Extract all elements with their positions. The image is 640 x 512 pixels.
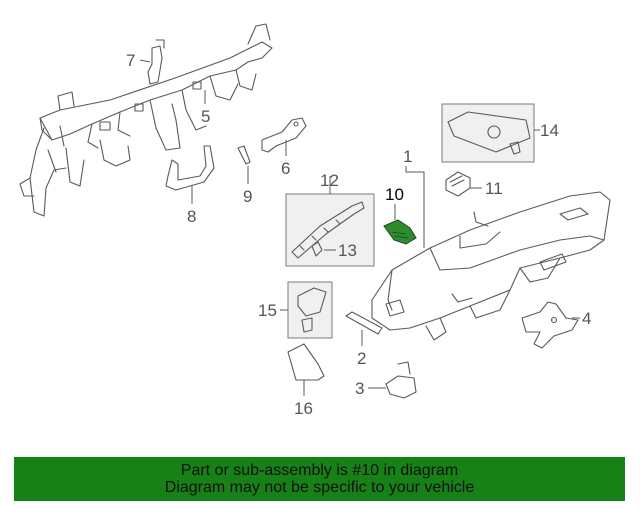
part-15-box [280, 281, 333, 339]
part-6-bracket [261, 117, 307, 156]
part-8-strap-bracket [165, 145, 215, 204]
callout-6: 6 [281, 159, 290, 178]
banner-line-1: Part or sub-assembly is #10 in diagram [180, 462, 459, 479]
banner-line-2: Diagram may not be specific to your vehi… [164, 479, 475, 496]
callout-8: 8 [187, 207, 196, 226]
callout-5: 5 [201, 107, 210, 126]
callout-13: 13 [338, 241, 357, 260]
part-7-bracket [139, 39, 165, 85]
callout-11: 11 [485, 179, 503, 198]
callout-3: 3 [355, 379, 364, 398]
callout-14: 14 [540, 121, 559, 140]
part-11-vent [445, 171, 482, 197]
callout-9: 9 [243, 187, 252, 206]
part-12-13-box [285, 176, 375, 267]
part-16-cover [287, 343, 325, 396]
callout-15: 15 [258, 301, 277, 320]
info-banner: Part or sub-assembly is #10 in diagram D… [14, 457, 625, 501]
callout-4: 4 [582, 309, 591, 328]
part-1-dashboard [371, 166, 611, 341]
callout-10: 10 [385, 185, 404, 204]
part-10-highlighted [383, 204, 417, 245]
parts-diagram: 1 2 3 4 5 6 7 8 9 10 11 12 13 14 15 16 [19, 23, 611, 418]
callout-16: 16 [294, 399, 313, 418]
part-3-bracket [368, 361, 417, 399]
part-14-box [441, 103, 540, 163]
callout-12: 12 [320, 171, 339, 190]
part-2-trim [345, 311, 383, 346]
callout-7: 7 [126, 51, 135, 70]
callout-2: 2 [357, 349, 366, 368]
callout-1: 1 [403, 147, 412, 166]
part-9-clip [237, 145, 251, 184]
part-4-bracket [521, 301, 580, 349]
part-5-cross-car-beam [19, 23, 273, 217]
